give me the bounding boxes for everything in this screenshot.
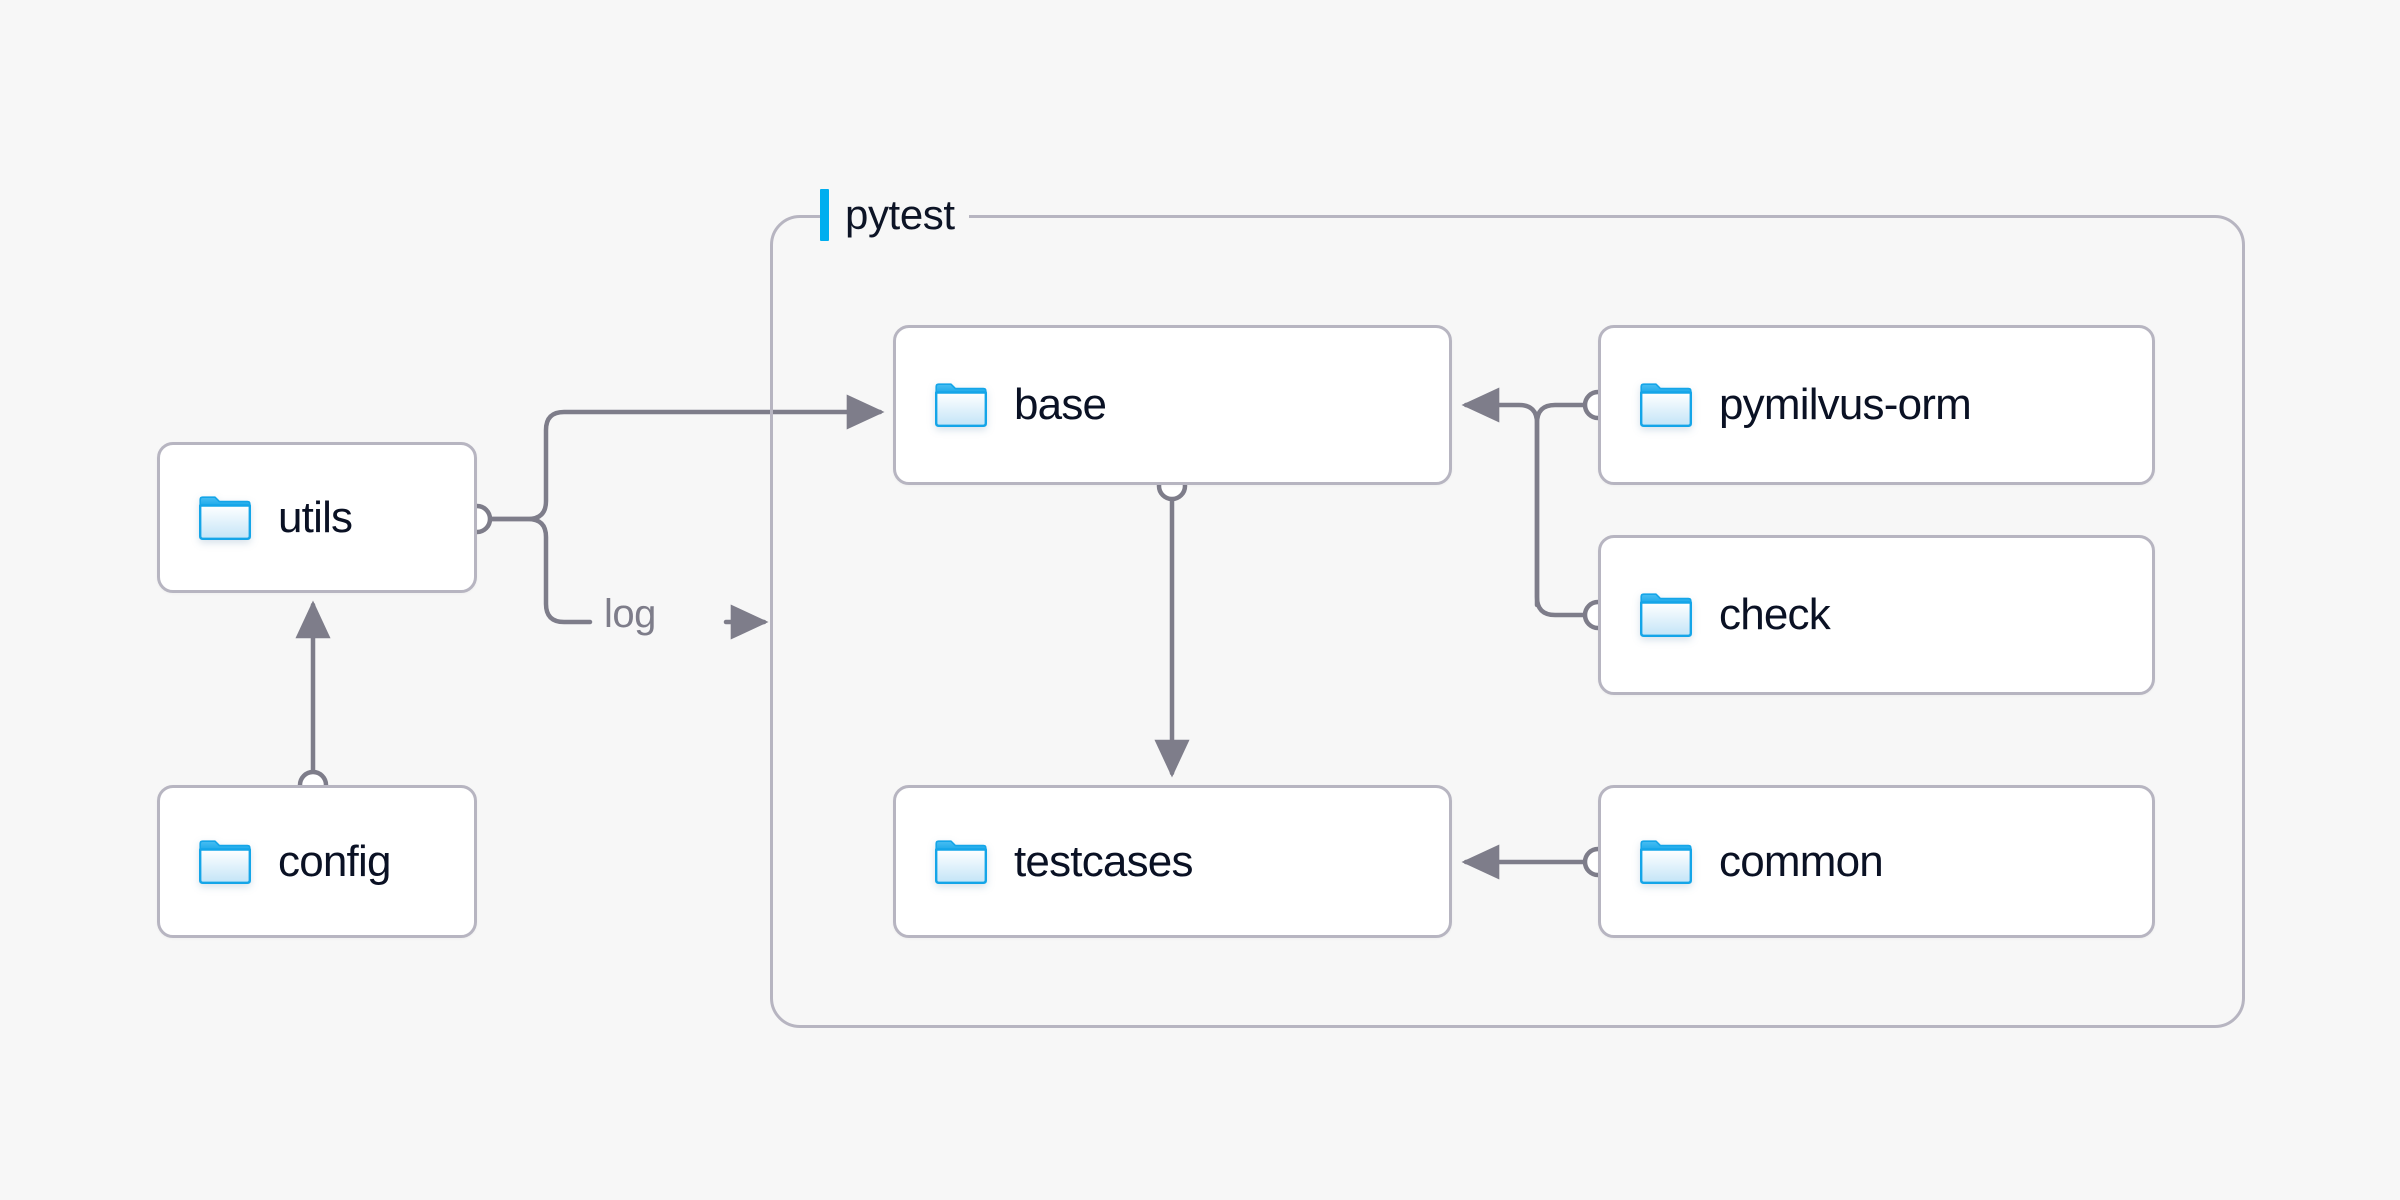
folder-icon [198,839,252,885]
node-testcases[interactable]: testcases [893,785,1452,938]
node-base[interactable]: base [893,325,1452,485]
node-pymilvus-orm[interactable]: pymilvus-orm [1598,325,2155,485]
node-label: utils [278,492,353,542]
node-config[interactable]: config [157,785,477,938]
node-label: check [1719,590,1831,639]
node-utils[interactable]: utils [157,442,477,593]
edge-label-log: log [604,592,656,636]
group-label-pytest: pytest [820,186,969,244]
folder-icon [1639,839,1693,885]
group-container-pytest[interactable] [770,215,2245,1028]
node-label: testcases [1014,836,1193,886]
group-accent-bar [820,189,829,241]
node-common[interactable]: common [1598,785,2155,938]
folder-icon [1639,592,1693,638]
group-label-text: pytest [845,191,955,238]
node-check[interactable]: check [1598,535,2155,695]
folder-icon [1639,382,1693,428]
folder-icon [198,495,252,541]
node-label: base [1014,380,1107,429]
node-label: pymilvus-orm [1719,380,1972,429]
folder-icon [934,839,988,885]
node-label: config [278,836,391,886]
folder-icon [934,382,988,428]
node-label: common [1719,836,1884,886]
